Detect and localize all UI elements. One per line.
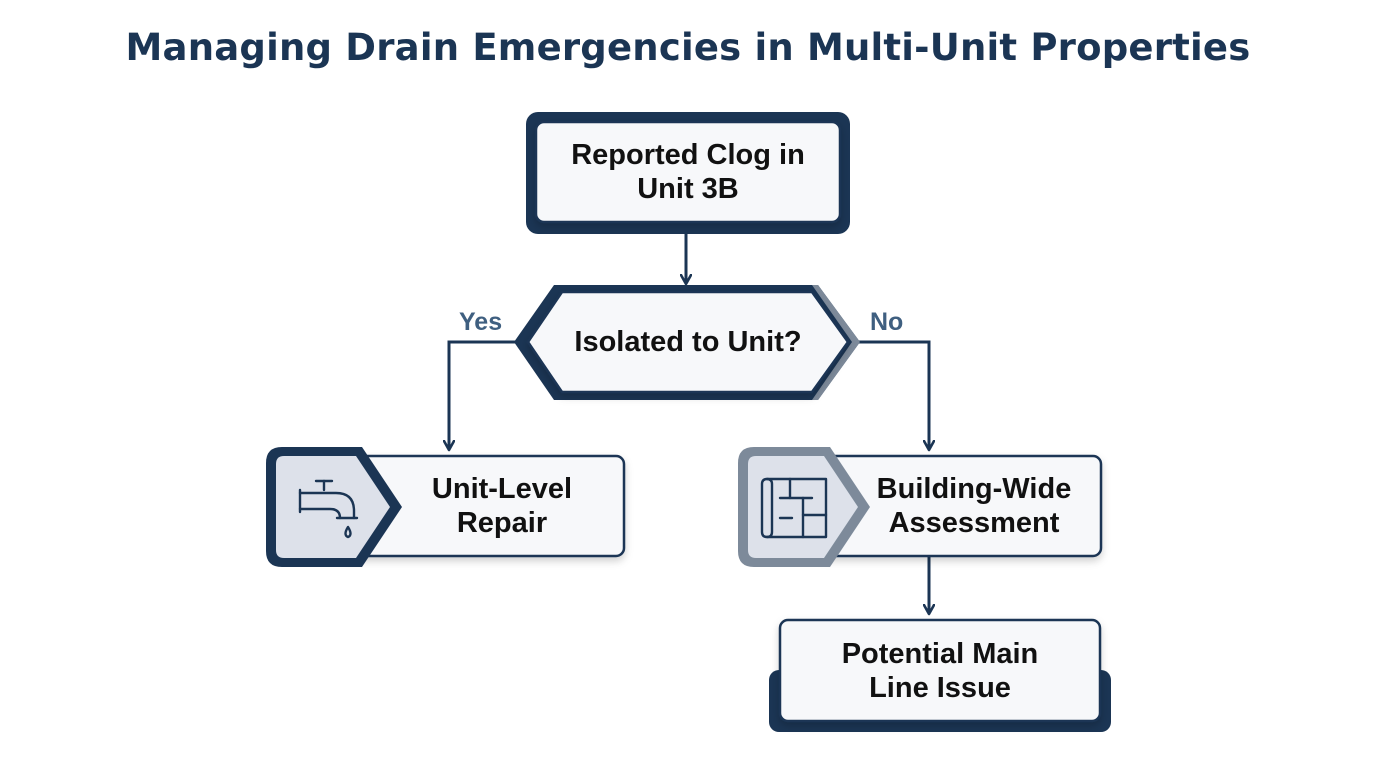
branch-label-no: No <box>870 308 904 336</box>
branch-label-yes: Yes <box>459 308 503 336</box>
node-isolated-decision-label: Isolated to Unit? <box>574 326 802 358</box>
faucet-icon <box>298 479 359 539</box>
node-main-line-issue-label: Potential Main Line Issue <box>841 637 1039 704</box>
connector-yes <box>449 340 520 450</box>
node-unit-repair <box>266 447 626 567</box>
node-reported-clog-panel <box>534 120 842 224</box>
node-building-assessment-label: Building-Wide Assessment <box>876 473 1072 539</box>
node-unit-repair-label: Unit-Level Repair <box>431 473 573 539</box>
node-main-line-issue <box>769 618 1111 732</box>
node-isolated-decision-panel <box>526 290 850 394</box>
node-main-line-issue-panel <box>778 618 1102 723</box>
node-reported-clog <box>526 112 850 234</box>
node-isolated-decision <box>514 285 860 400</box>
node-unit-repair-icon-inner <box>276 456 390 558</box>
connectors <box>449 232 929 614</box>
page-title: Managing Drain Emergencies in Multi-Unit… <box>125 26 1251 69</box>
node-building-assessment <box>738 447 1103 567</box>
connector-no <box>856 340 929 450</box>
blueprint-icon <box>760 477 828 539</box>
node-reported-clog-label: Reported Clog in Unit 3B <box>571 139 805 205</box>
